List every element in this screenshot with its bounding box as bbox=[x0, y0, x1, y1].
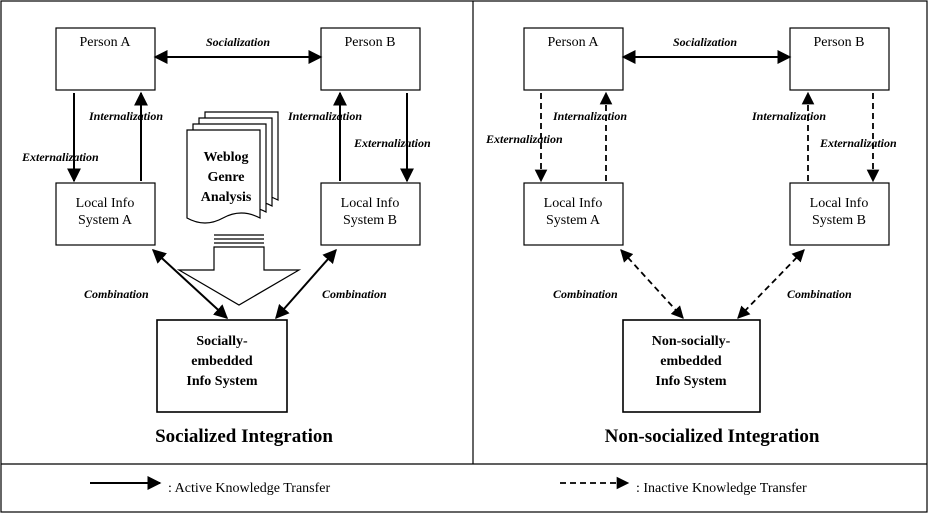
socialization-label: Socialization bbox=[673, 35, 737, 49]
legend: : Active Knowledge Transfer : Inactive K… bbox=[90, 476, 807, 496]
center-box-line3: Info System bbox=[655, 374, 727, 389]
externalization-a-label: Externalization bbox=[21, 150, 99, 164]
person-a-label: Person A bbox=[80, 35, 132, 50]
local-info-system-a-line1: Local Info bbox=[544, 196, 603, 211]
local-info-system-b-line2: System B bbox=[812, 213, 866, 228]
hollow-down-arrow-icon bbox=[176, 234, 302, 306]
center-box-line2: embedded bbox=[660, 354, 722, 369]
externalization-b-label: Externalization bbox=[353, 136, 431, 150]
externalization-b-label: Externalization bbox=[819, 136, 897, 150]
internalization-a-label: Internalization bbox=[552, 109, 627, 123]
person-b-label: Person B bbox=[345, 35, 396, 50]
combination-right-arrow bbox=[737, 249, 805, 319]
person-b-box bbox=[789, 27, 890, 91]
local-info-system-a-box bbox=[523, 182, 624, 246]
combination-left-label: Combination bbox=[84, 287, 149, 301]
local-info-system-a-box bbox=[55, 182, 156, 246]
center-box-line3: Info System bbox=[186, 374, 258, 389]
right-panel: Person A Person B Socialization Internal… bbox=[485, 27, 897, 447]
person-b-label: Person B bbox=[814, 35, 865, 50]
center-box-line2: embedded bbox=[191, 354, 253, 369]
internalization-b-label: Internalization bbox=[287, 109, 362, 123]
document-line2: Genre bbox=[207, 170, 244, 185]
left-panel: Person A Person B Socialization Internal… bbox=[21, 27, 431, 447]
local-info-system-b-line1: Local Info bbox=[810, 196, 869, 211]
local-info-system-b-box bbox=[320, 182, 421, 246]
person-b-box bbox=[320, 27, 421, 91]
combination-right-label: Combination bbox=[787, 287, 852, 301]
document-line1: Weblog bbox=[203, 150, 248, 165]
local-info-system-a-line2: System A bbox=[78, 213, 133, 228]
internalization-a-label: Internalization bbox=[88, 109, 163, 123]
legend-inactive-label: : Inactive Knowledge Transfer bbox=[636, 481, 807, 496]
socialization-label: Socialization bbox=[206, 35, 270, 49]
local-info-system-b-line2: System B bbox=[343, 213, 397, 228]
combination-right-label: Combination bbox=[322, 287, 387, 301]
legend-active-label: : Active Knowledge Transfer bbox=[168, 481, 330, 496]
combination-left-arrow bbox=[151, 249, 229, 319]
left-panel-caption: Socialized Integration bbox=[155, 426, 333, 447]
internalization-b-label: Internalization bbox=[751, 109, 826, 123]
combination-left-arrow bbox=[620, 249, 684, 319]
person-a-box bbox=[55, 27, 156, 91]
socially-embedded-info-system-box bbox=[156, 319, 288, 413]
combination-right-arrow bbox=[275, 248, 337, 320]
person-a-box bbox=[523, 27, 624, 91]
local-info-system-a-line1: Local Info bbox=[76, 196, 135, 211]
center-box-line1: Non-socially- bbox=[652, 334, 731, 349]
person-a-label: Person A bbox=[548, 35, 600, 50]
combination-left-label: Combination bbox=[553, 287, 618, 301]
document-line3: Analysis bbox=[201, 190, 252, 205]
local-info-system-b-line1: Local Info bbox=[341, 196, 400, 211]
document-stack-icon bbox=[186, 111, 279, 224]
local-info-system-b-box bbox=[789, 182, 890, 246]
externalization-a-label: Externalization bbox=[485, 132, 563, 146]
right-panel-caption: Non-socialized Integration bbox=[605, 426, 820, 447]
local-info-system-a-line2: System A bbox=[546, 213, 601, 228]
non-socially-embedded-info-system-box bbox=[622, 319, 761, 413]
center-box-line1: Socially- bbox=[196, 334, 248, 349]
